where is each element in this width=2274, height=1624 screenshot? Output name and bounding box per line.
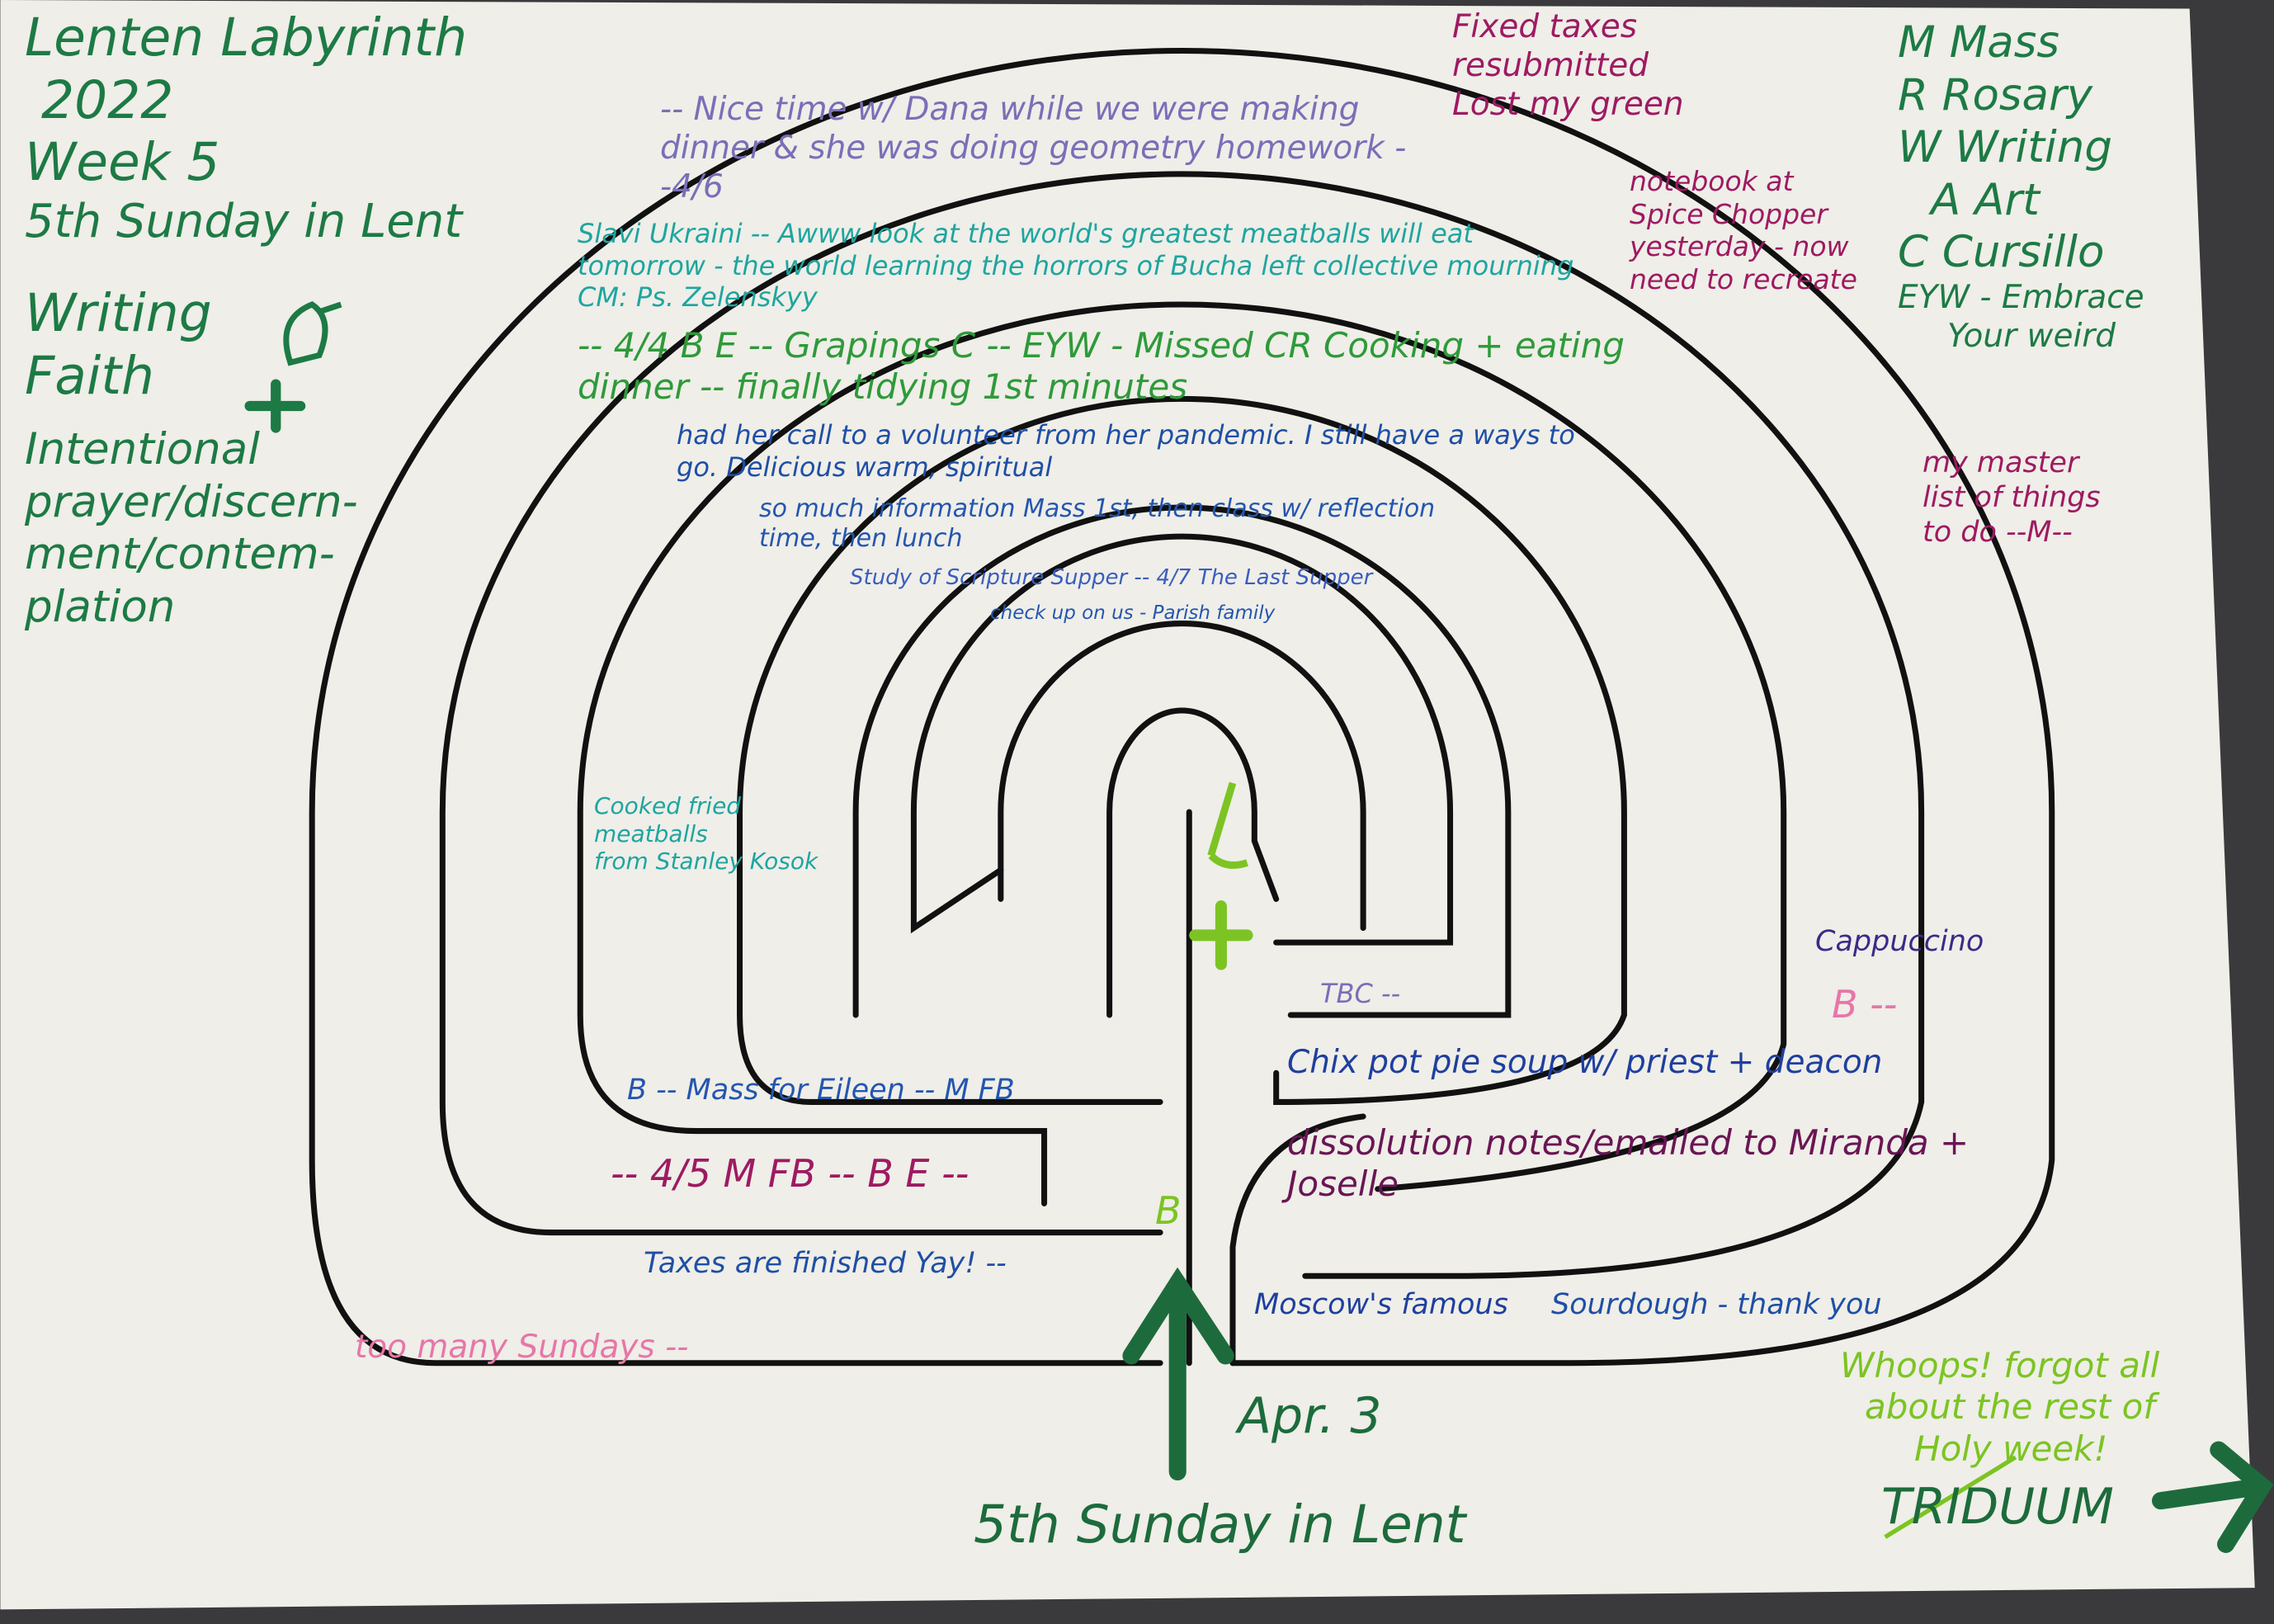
wall-4 <box>737 395 1627 1105</box>
entrance-arrow-icon <box>1122 1267 1234 1481</box>
ring-note-2: Slavi Ukraini -- Awww look at the world'… <box>578 218 1574 314</box>
sourdough-note: Sourdough - thank you <box>1551 1288 1882 1321</box>
center-pen-icon <box>1207 781 1248 869</box>
center-b-mark: B <box>1155 1188 1182 1233</box>
ring-note-0: -- Nice time w/ Dana while we were makin… <box>660 91 1407 205</box>
b-mark-note: B -- <box>1832 982 1898 1027</box>
day-4-5-note: -- 4/5 M FB -- B E -- <box>611 1151 970 1196</box>
ring-note-5: so much information Mass 1st, then class… <box>759 494 1436 554</box>
chix-note: Chix pot pie soup w/ priest + deacon <box>1287 1044 1883 1081</box>
cappuccino-note: Cappuccino <box>1815 925 1984 958</box>
wall-7 <box>998 621 1366 932</box>
header-notes: Lenten Labyrinth 2022 Week 5 5th Sunday … <box>25 7 467 634</box>
strike-through-line <box>1884 1455 2017 1539</box>
ring-notes: -- Nice time w/ Dana while we were makin… <box>578 91 1650 626</box>
taxes-note: Fixed taxes resubmitted Lost my green <box>1452 8 1684 123</box>
wall-2 <box>439 171 1925 1279</box>
wall-3 <box>577 301 1787 1206</box>
cooked-note: Cooked fried meatballs from Stanley Koso… <box>594 792 819 876</box>
dissolution-note: dissolution notes/emailed to Miranda + J… <box>1287 1122 1970 1205</box>
notebook-note: notebook at Spice Chopper yesterday - no… <box>1630 165 1857 295</box>
ring-note-7: check up on us - Parish family <box>990 602 1276 625</box>
triduum-label: TRIDUUM <box>1881 1478 2114 1536</box>
wall-center <box>1106 707 1280 1018</box>
taxes-done-note: Taxes are finished Yay! -- <box>644 1247 1007 1280</box>
ring-note-4: had her call to a volunteer from her pan… <box>677 419 1575 483</box>
focus-faith: Faith <box>25 345 154 406</box>
sunday-label: 5th Sunday in Lent <box>25 194 463 248</box>
wall-6 <box>910 533 1454 946</box>
moscow-note: Moscow's famous <box>1254 1288 1508 1321</box>
year: 2022 <box>41 69 174 130</box>
whoops-note: Whoops! forgot all about the rest of Hol… <box>1840 1345 2160 1469</box>
page-title: Lenten Labyrinth <box>25 7 468 68</box>
faith-cross-icon <box>244 379 306 433</box>
intention-note: Intentional prayer/discern- ment/contem-… <box>25 424 358 632</box>
start-date: Apr. 3 <box>1238 1387 1382 1445</box>
focus-writing: Writing <box>25 282 212 343</box>
ring-note-6: Study of Scripture Supper -- 4/7 The Las… <box>850 565 1373 591</box>
triduum-arrow-icon <box>2152 1441 2274 1553</box>
pen-nib-icon <box>283 301 342 366</box>
master-list-note: my master list of things to do --M-- <box>1923 446 2101 549</box>
tbc-note: TBC -- <box>1320 978 1401 1009</box>
center-cross-icon <box>1189 900 1253 970</box>
mass-eileen-note: B -- Mass for Eileen -- M FB <box>627 1074 1015 1107</box>
start-caption: 5th Sunday in Lent <box>974 1494 1466 1555</box>
week-label: Week 5 <box>25 132 220 193</box>
wall-5 <box>852 504 1512 1018</box>
labyrinth-walls <box>309 48 2055 1367</box>
wall-outer <box>309 48 2055 1367</box>
wall-entrance-right <box>1229 1113 1366 1367</box>
ring-note-3: -- 4/4 B E -- Grapings C -- EYW - Missed… <box>578 324 1625 407</box>
legend: M Mass R Rosary W Writing A Art C Cursil… <box>1898 17 2144 355</box>
ring-note-1: too many Sundays -- <box>355 1329 689 1366</box>
